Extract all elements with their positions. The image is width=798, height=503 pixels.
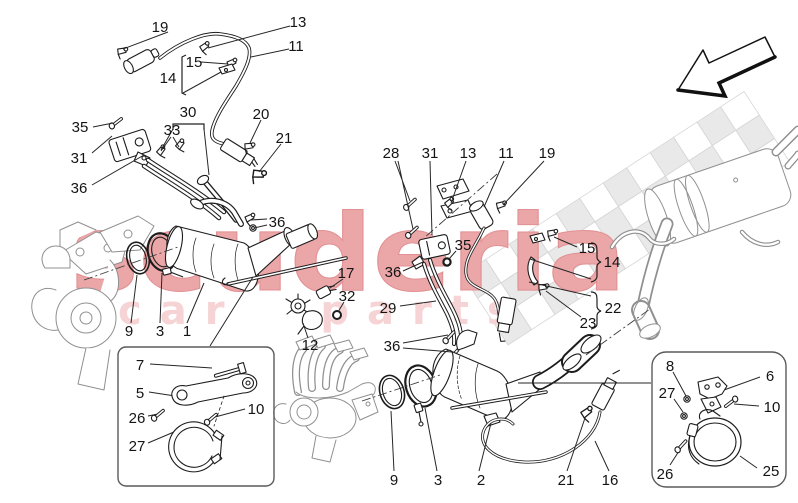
callout-16: 16 bbox=[602, 472, 619, 489]
bracket-22-right bbox=[590, 291, 602, 330]
callout-36-c: 36 bbox=[385, 264, 402, 281]
harness-left bbox=[106, 117, 257, 232]
exhaust-manifold-center bbox=[273, 334, 379, 463]
callout-10-b: 10 bbox=[764, 399, 781, 416]
catalytic-converter-1-assembly bbox=[125, 223, 348, 292]
pipe-clip-33b bbox=[173, 137, 189, 155]
alignment-axes bbox=[83, 173, 651, 402]
callout-5: 5 bbox=[136, 385, 144, 402]
callout-12: 12 bbox=[302, 337, 319, 354]
middle-bracket-group bbox=[400, 178, 559, 365]
callout-25: 25 bbox=[763, 463, 780, 480]
o2-sensor-11b bbox=[496, 296, 517, 342]
callout-31-b: 31 bbox=[422, 145, 439, 162]
inset-box-contents bbox=[148, 362, 742, 473]
grommet-32 bbox=[332, 310, 342, 320]
callout-30: 30 bbox=[180, 104, 197, 121]
callout-35-a: 35 bbox=[72, 119, 89, 136]
callout-31-a: 31 bbox=[71, 150, 88, 167]
callout-26-a: 26 bbox=[129, 410, 146, 427]
callout-36-a: 36 bbox=[71, 180, 88, 197]
gasket-9b bbox=[378, 374, 406, 410]
sensor-connectors-group bbox=[285, 285, 342, 335]
callout-22: 22 bbox=[605, 300, 622, 317]
bracket-14-topleft bbox=[181, 54, 187, 96]
plug-17 bbox=[315, 285, 337, 300]
callout-9-b: 9 bbox=[390, 472, 398, 489]
callout-33: 33 bbox=[164, 122, 181, 139]
inset-boxes bbox=[117, 346, 787, 488]
cable-clip-21 bbox=[247, 165, 269, 188]
callout-3-b: 3 bbox=[434, 472, 442, 489]
callout-19-b: 19 bbox=[539, 145, 556, 162]
callout-35-b: 35 bbox=[455, 237, 472, 254]
callout-14-b: 14 bbox=[604, 254, 621, 271]
callout-11-a: 11 bbox=[288, 38, 304, 55]
grommet-35b bbox=[442, 257, 452, 267]
turbocharger-left bbox=[31, 215, 155, 391]
mount-bracket-detail-left bbox=[148, 362, 258, 473]
callout-11-b: 11 bbox=[498, 145, 514, 162]
callout-labels: 19 13 11 15 14 35 31 36 30 33 20 21 36 1… bbox=[71, 14, 781, 489]
line-art-parts bbox=[106, 31, 620, 464]
watermark-title: scuderia bbox=[70, 192, 626, 315]
catalytic-converter-2-assembly bbox=[378, 334, 620, 464]
callout-20: 20 bbox=[253, 106, 270, 123]
mount-bracket-detail-right bbox=[671, 376, 742, 467]
bracket-14-right bbox=[590, 242, 602, 283]
clip-21b bbox=[579, 405, 595, 424]
callout-26-b: 26 bbox=[657, 466, 674, 483]
callout-21-a: 21 bbox=[276, 130, 293, 147]
screw-35 bbox=[106, 117, 125, 132]
watermark: scuderia car parts bbox=[70, 192, 627, 335]
screw-26a bbox=[148, 408, 168, 424]
callout-17: 17 bbox=[338, 265, 355, 282]
callout-28: 28 bbox=[383, 145, 400, 162]
rear-silencer bbox=[609, 125, 798, 340]
callout-14-a: 14 bbox=[160, 70, 177, 87]
bracket-arm-5 bbox=[171, 373, 258, 406]
direction-arrow bbox=[676, 36, 777, 99]
screw-26b bbox=[671, 439, 691, 456]
callout-15-a: 15 bbox=[186, 54, 203, 71]
callout-10-a: 10 bbox=[248, 401, 265, 418]
callout-2: 2 bbox=[477, 472, 485, 489]
callout-36-b: 36 bbox=[269, 214, 286, 231]
callout-32: 32 bbox=[339, 288, 356, 305]
callout-7: 7 bbox=[136, 357, 144, 374]
nut-8 bbox=[683, 395, 691, 403]
callout-21-b: 21 bbox=[558, 472, 575, 489]
faint-parts bbox=[31, 125, 798, 463]
bracket-6 bbox=[697, 376, 728, 400]
bracket-30 bbox=[172, 123, 205, 130]
callout-13-b: 13 bbox=[460, 145, 477, 162]
callout-15-b: 15 bbox=[579, 240, 596, 257]
callout-29: 29 bbox=[380, 300, 397, 317]
callout-8: 8 bbox=[666, 358, 674, 375]
callout-9-a: 9 bbox=[125, 323, 133, 340]
leader-lines bbox=[91, 25, 761, 472]
callout-19-a: 19 bbox=[152, 19, 169, 36]
connector-12 bbox=[285, 293, 323, 335]
o2-sensor-harness-top bbox=[114, 31, 269, 188]
callout-3-a: 3 bbox=[156, 323, 164, 340]
callout-27-b: 27 bbox=[659, 385, 676, 402]
callout-36-d: 36 bbox=[384, 338, 401, 355]
callout-6: 6 bbox=[766, 368, 774, 385]
detail-box-right bbox=[651, 351, 787, 488]
callout-1: 1 bbox=[183, 323, 191, 340]
callout-13-a: 13 bbox=[290, 14, 307, 31]
bracket-strip-14 bbox=[527, 256, 539, 286]
callout-27-a: 27 bbox=[129, 438, 146, 455]
o2-sensor-16 bbox=[591, 369, 620, 411]
callout-brackets bbox=[172, 54, 602, 330]
callout-23: 23 bbox=[580, 315, 597, 332]
nut-27b bbox=[680, 412, 688, 420]
pipe-clip-33a bbox=[154, 143, 170, 161]
detail-box-left bbox=[117, 346, 275, 487]
